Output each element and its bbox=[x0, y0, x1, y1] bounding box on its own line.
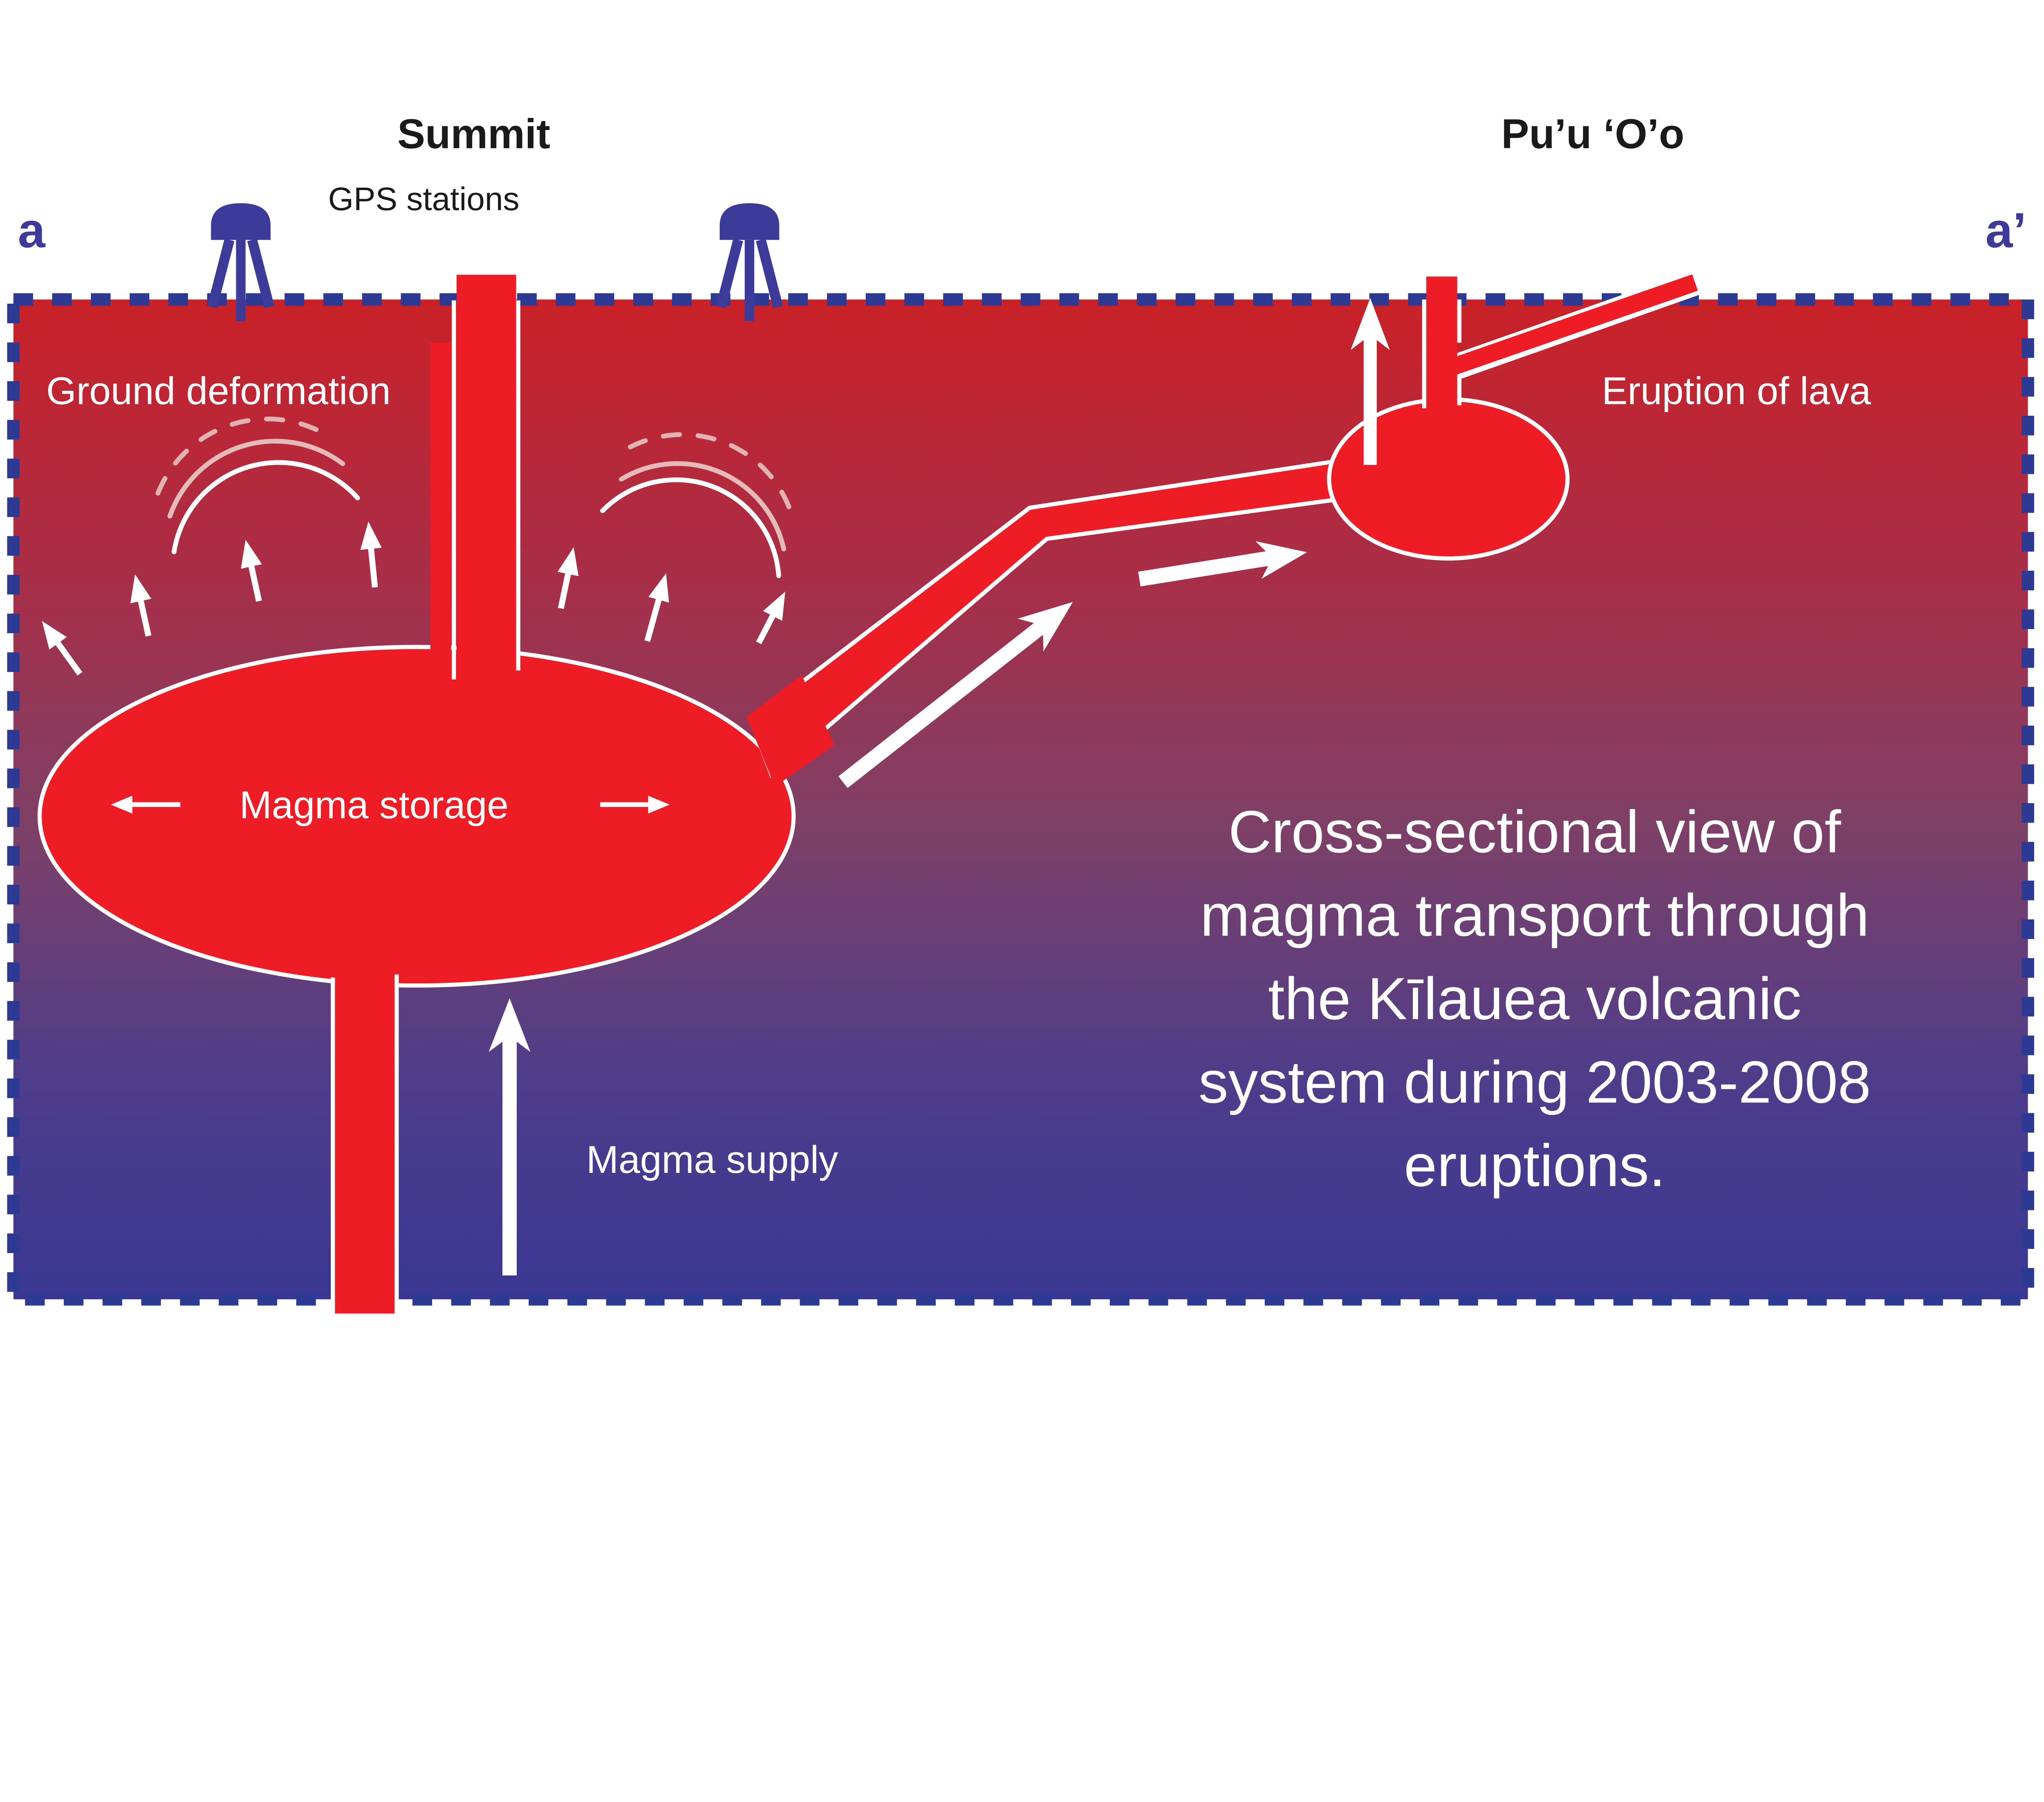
deformation-arrow-icon bbox=[130, 574, 152, 637]
deformation-arrow-icon bbox=[241, 540, 262, 602]
magma-supply-arrow-icon bbox=[489, 998, 531, 1275]
dike-junction-patch bbox=[746, 675, 835, 787]
survey-line-boundary bbox=[7, 293, 2034, 1306]
puu-oo-label: Pu’u ‘O’o bbox=[1501, 110, 1684, 157]
magma-storage-chamber bbox=[37, 645, 796, 988]
magma-supply-conduit bbox=[335, 923, 395, 1314]
uplift-arc-icon bbox=[155, 417, 360, 554]
vent-chimney bbox=[1426, 276, 1457, 432]
deformation-arrow-icon bbox=[42, 621, 83, 676]
gps-stations-label: GPS stations bbox=[328, 180, 520, 217]
spread-right-arrow-icon bbox=[600, 796, 670, 814]
magma-supply-label: Magma supply bbox=[586, 1138, 838, 1181]
caption-line: system during 2003-2008 bbox=[1199, 1049, 1871, 1115]
dike-flow-arrow-icon bbox=[838, 602, 1073, 788]
caption: Cross-sectional view of magma transport … bbox=[1199, 798, 1871, 1199]
gps-tripod-icon bbox=[207, 203, 274, 321]
eruption-of-lava-label: Eruption of lava bbox=[1602, 369, 1871, 412]
surface-fissure bbox=[1444, 274, 1698, 377]
eruption-up-arrow-icon bbox=[1350, 298, 1390, 465]
dike-flow-arrow-icon bbox=[1138, 541, 1307, 587]
summit-conduit-sliver bbox=[430, 343, 451, 680]
kilauea-cross-section-diagram: Summit Pu’u ‘O’o GPS stations a a’ Groun… bbox=[7, 110, 2034, 1314]
caption-line: eruptions. bbox=[1404, 1132, 1665, 1199]
deformation-arrow-icon bbox=[756, 591, 785, 645]
deformation-arrow-icon bbox=[557, 547, 579, 609]
caption-line: the Kīlauea volcanic bbox=[1268, 965, 1802, 1032]
gps-tripod-icon bbox=[716, 203, 783, 321]
summit-label: Summit bbox=[397, 110, 550, 157]
ground-deformation-label: Ground deformation bbox=[46, 369, 391, 412]
spread-left-arrow-icon bbox=[111, 796, 181, 814]
caption-line: Cross-sectional view of bbox=[1228, 798, 1841, 865]
section-marker-a: a bbox=[18, 203, 46, 258]
deformation-arrow-icon bbox=[360, 521, 382, 588]
deformation-arrow-icon bbox=[644, 573, 669, 642]
diagram-canvas: Summit Pu’u ‘O’o GPS stations a a’ Groun… bbox=[7, 110, 2034, 1314]
caption-line: magma transport through bbox=[1200, 882, 1869, 948]
uplift-arc-icon bbox=[600, 432, 797, 578]
magma-storage-label: Magma storage bbox=[240, 784, 509, 827]
section-marker-a-prime: a’ bbox=[1986, 203, 2026, 258]
summit-conduit bbox=[456, 275, 516, 722]
